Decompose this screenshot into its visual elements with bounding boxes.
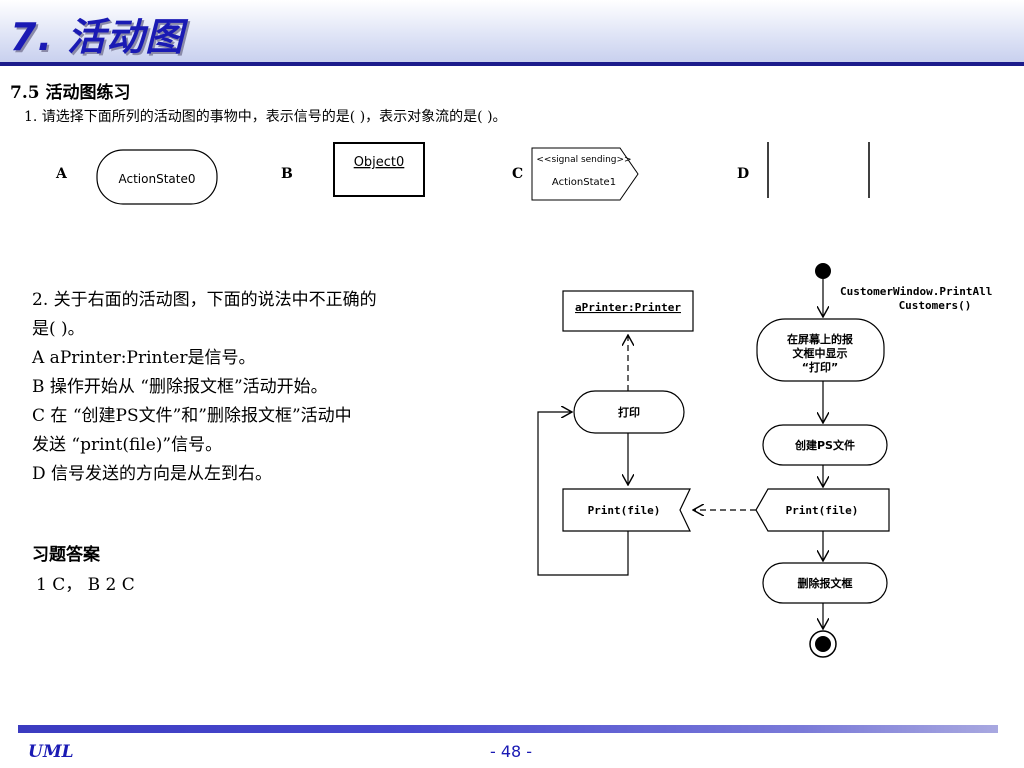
signal-send-print-file [755, 488, 890, 532]
svg-text:Print(file): Print(file) [786, 504, 859, 517]
question-2-option-a: A aPrinter:Printer是信号。 [32, 348, 256, 368]
option-d-swimlane [767, 142, 870, 198]
option-a-action-state: ActionState0 [96, 149, 218, 205]
title-underline [0, 62, 1024, 66]
question-2-option-c-cont: 发送 “print(file)”信号。 [32, 435, 223, 455]
option-d-letter: D [737, 166, 750, 182]
activity-display-print [756, 318, 885, 382]
question-2-block: 2. 关于右面的活动图，下面的说法中不正确的 是( )。 A aPrinter:… [32, 286, 377, 489]
slide-title: 7. 活动图 [10, 15, 185, 59]
section-title: 7.5 活动图练习 [10, 83, 131, 103]
activity-delete-box [762, 562, 888, 604]
svg-text:创建PS文件: 创建PS文件 [794, 438, 855, 452]
option-c-signal-sending: <<signal sending>> ActionState1 [531, 147, 639, 201]
question-2-line: 是( )。 [32, 319, 85, 339]
question-2-option-b: B 操作开始从 “删除报文框”活动开始。 [32, 377, 328, 397]
svg-text:Print(file): Print(file) [588, 504, 661, 517]
activity-create-ps-file [762, 424, 888, 466]
svg-text:删除报文框: 删除报文框 [798, 576, 853, 590]
svg-text:“打印”: “打印” [802, 360, 838, 374]
option-a-letter: A [56, 166, 67, 182]
option-b-object: Object0 [333, 142, 425, 197]
option-b-letter: B [281, 166, 293, 182]
option-b-label: Object0 [354, 155, 405, 170]
question-2-option-c: C 在 “创建PS文件”和”删除报文框”活动中 [32, 406, 352, 426]
question-1-text: 1. 请选择下面所列的活动图的事物中，表示信号的是( )，表示对象流的是( )。 [24, 109, 507, 125]
question-2-option-d: D 信号发送的方向是从左到右。 [32, 464, 273, 484]
page-number: - 48 - [490, 742, 533, 761]
start-note-line2: Customers() [899, 299, 972, 312]
svg-text:在屏幕上的报: 在屏幕上的报 [787, 332, 854, 346]
answer-label: 习题答案 [32, 545, 100, 565]
option-c-label-top: <<signal sending>> [536, 155, 631, 165]
svg-text:打印: 打印 [618, 405, 640, 419]
title-bar [0, 0, 1024, 64]
option-a-label: ActionState0 [119, 172, 196, 186]
initial-node [815, 263, 831, 279]
footer-label: UML [28, 742, 74, 762]
option-c-label-bottom: ActionState1 [552, 177, 616, 188]
option-c-letter: C [512, 166, 524, 182]
svg-text:aPrinter:Printer: aPrinter:Printer [575, 301, 681, 314]
svg-text:文框中显示: 文框中显示 [793, 346, 848, 360]
question-2-line: 2. 关于右面的活动图，下面的说法中不正确的 [32, 290, 377, 310]
footer-bar [18, 725, 998, 733]
start-note-line1: CustomerWindow.PrintAll [840, 285, 992, 298]
activity-diagram: CustomerWindow.PrintAll Customers() 在屏幕上… [537, 263, 992, 658]
answer-text: 1 C， B 2 C [36, 575, 135, 595]
signal-receive-print-file [562, 488, 691, 532]
object-aprinter [562, 290, 694, 332]
activity-print [573, 390, 685, 434]
option-shapes: ActionState0 Object0 <<signal sending>> … [96, 142, 870, 205]
